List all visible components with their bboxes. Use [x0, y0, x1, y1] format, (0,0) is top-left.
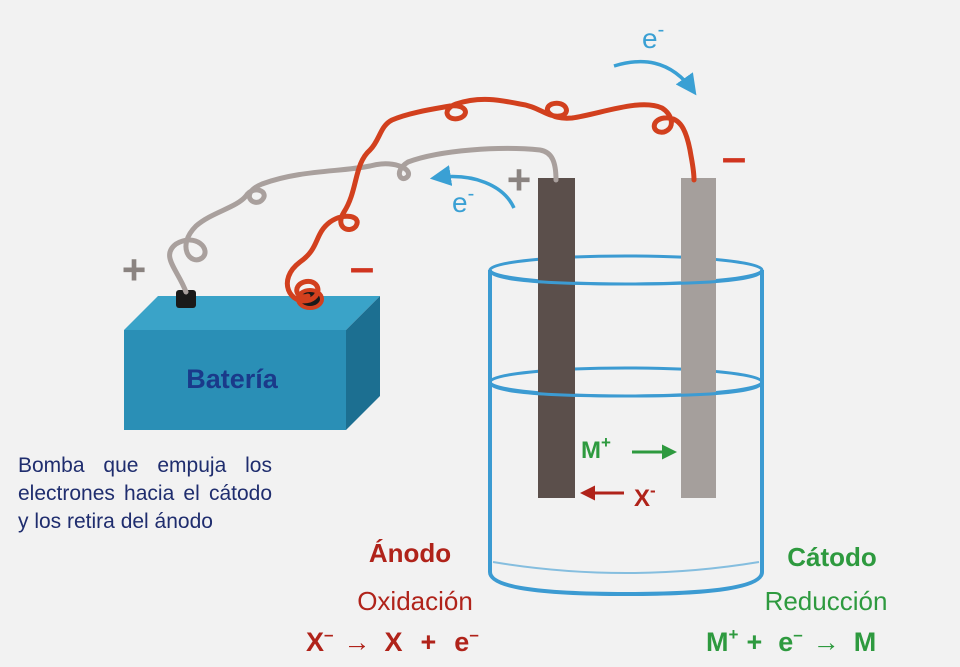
anode-eq-plus: +: [421, 627, 437, 657]
electron-left-symbol: e-: [452, 183, 474, 218]
cathode-minus-sign: –: [722, 133, 746, 182]
battery-minus-sign: –: [350, 243, 374, 292]
cathode-eq-electron: e: [778, 627, 793, 657]
battery-front-face: [124, 330, 346, 430]
cathode-eq-reactant-charge: +: [729, 625, 739, 644]
grey-wire: [167, 146, 559, 295]
anion-label: X-: [634, 481, 656, 512]
cation-charge: +: [601, 433, 611, 452]
anode-eq-product: X: [384, 627, 402, 657]
anode-eq-arrow: →: [343, 627, 370, 657]
cation-migration: M+: [581, 433, 677, 464]
anode-eq-reactant-charge: –: [324, 625, 333, 644]
cathode-eq-arrow: →: [813, 627, 840, 657]
anode-plus-sign: +: [507, 156, 532, 203]
battery-side-face: [346, 296, 380, 430]
electron-left-charge: -: [468, 183, 475, 205]
cathode-eq-electron-charge: –: [793, 625, 802, 644]
beaker: [488, 254, 764, 597]
electron-flow-left: e-: [429, 165, 516, 218]
battery: Batería: [124, 290, 380, 430]
electron-left-e: e: [452, 187, 468, 218]
cathode-process: Reducción: [765, 586, 888, 616]
battery-description: Bomba que empuja los electrones hacia el…: [18, 454, 272, 533]
battery-plus-sign: +: [122, 246, 147, 293]
battery-label: Batería: [186, 364, 279, 394]
cathode-eq-reactant: M: [706, 627, 729, 657]
electron-top-e: e: [642, 23, 658, 54]
cathode-electrode: [681, 178, 716, 498]
anode-electrode: [538, 178, 575, 498]
electron-top-symbol: e-: [642, 19, 664, 54]
battery-terminal-positive: [176, 290, 196, 308]
beaker-bottom-inner: [492, 561, 760, 574]
cation-symbol: M: [581, 437, 601, 464]
electron-flow-top: e-: [613, 19, 697, 96]
anode-eq-electron: e: [454, 627, 469, 657]
anion-symbol: X: [634, 485, 650, 512]
anode-process: Oxidación: [357, 586, 473, 616]
liquid-surface-front: [488, 381, 764, 398]
anion-charge: -: [650, 481, 656, 500]
electron-top-charge: -: [658, 19, 665, 41]
anode-eq-reactant: X: [306, 627, 324, 657]
negative-terminal-ring: [296, 288, 324, 310]
cathode-eq-product: M: [854, 627, 877, 657]
cation-label: M+: [581, 433, 611, 464]
anode-equation: X–→X+e–: [306, 625, 479, 657]
beaker-walls: [488, 270, 764, 597]
anode-title: Ánodo: [369, 538, 451, 568]
anode-eq-electron-charge: –: [469, 625, 478, 644]
battery-top-face: [124, 296, 380, 330]
cathode-eq-plus: +: [746, 627, 762, 657]
red-wire: [284, 96, 697, 304]
cathode-title: Cátodo: [787, 542, 877, 572]
cathode-equation: M++e–→M: [706, 625, 876, 657]
electron-top-arrow: [613, 59, 697, 96]
electron-left-arrow: [429, 165, 516, 209]
anion-migration: X-: [580, 481, 656, 512]
beaker-rim-front: [488, 269, 764, 286]
